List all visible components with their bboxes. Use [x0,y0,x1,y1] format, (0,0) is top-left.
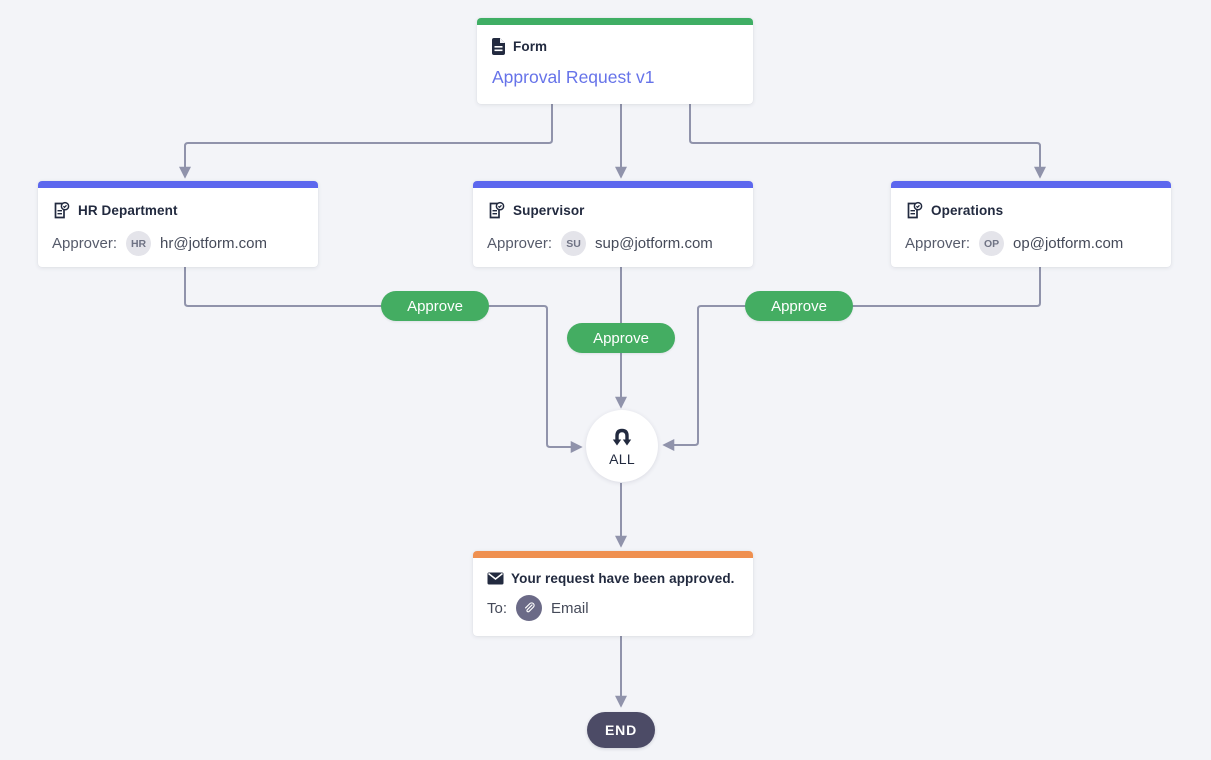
email-node-title: Your request have been approved. [511,571,735,586]
merge-all-node[interactable]: ALL [586,410,658,482]
end-node[interactable]: END [587,712,655,748]
email-node-card[interactable]: Your request have been approved. To: Ema… [473,551,753,636]
approver-avatar: SU [561,231,587,256]
approval-check-document-icon [905,201,924,220]
approval-accent-bar [38,181,318,188]
email-to-label: To: [487,599,508,617]
approval-node-hr-department[interactable]: HR Department Approver: HR hr@jotform.co… [38,181,318,267]
approver-email: sup@jotform.com [595,235,713,252]
approval-check-document-icon [487,201,506,220]
approval-accent-bar [473,181,753,188]
branch-label-approve-supervisor[interactable]: Approve [567,323,675,353]
merge-node-label: ALL [609,450,635,467]
approver-label: Approver: [905,235,971,252]
branch-label-approve-operations[interactable]: Approve [745,291,853,321]
form-node-title[interactable]: Approval Request v1 [492,67,655,87]
link-paperclip-icon[interactable] [516,595,543,621]
approval-node-supervisor[interactable]: Supervisor Approver: SU sup@jotform.com [473,181,753,267]
form-accent-bar [477,18,753,25]
approver-label: Approver: [52,235,118,252]
approval-node-title: Supervisor [513,203,585,218]
email-to-value: Email [551,599,589,617]
approval-node-operations[interactable]: Operations Approver: OP op@jotform.com [891,181,1171,267]
approver-avatar: OP [979,231,1005,256]
approver-email: hr@jotform.com [160,235,267,252]
approval-check-document-icon [52,201,71,220]
approval-accent-bar [891,181,1171,188]
approval-node-title: Operations [931,203,1004,218]
form-node-card[interactable]: Form Approval Request v1 [477,18,753,104]
document-icon [491,38,506,55]
email-accent-bar [473,551,753,558]
approver-email: op@jotform.com [1013,235,1124,252]
branch-merge-icon [609,426,635,450]
form-node-type-label: Form [513,39,548,54]
approval-node-title: HR Department [78,203,178,218]
envelope-icon [487,572,504,585]
approver-label: Approver: [487,235,553,252]
approver-avatar: HR [126,231,152,256]
branch-label-approve-hr[interactable]: Approve [381,291,489,321]
